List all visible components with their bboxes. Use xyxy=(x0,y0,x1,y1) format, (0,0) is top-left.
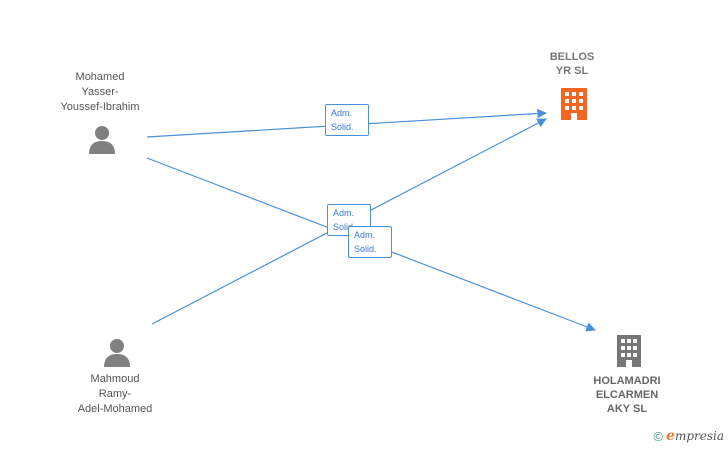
person-icon[interactable] xyxy=(87,124,117,154)
person-name-1[interactable]: Mohamed Yasser- Youssef-Ibrahim xyxy=(60,71,140,113)
person-icon[interactable] xyxy=(102,337,132,367)
relation-role-badge[interactable]: Adm. Solid. xyxy=(348,226,392,258)
copyright-icon: © xyxy=(653,428,664,444)
company-name-1[interactable]: BELLOS YR SL xyxy=(549,51,595,77)
building-icon[interactable] xyxy=(558,86,590,120)
person-name-2[interactable]: Mahmoud Ramy- Adel-Mohamed xyxy=(77,373,153,415)
building-icon[interactable] xyxy=(613,333,645,367)
company-name-2[interactable]: HOLAMADRI ELCARMEN AKY SL xyxy=(593,375,661,415)
footer-brand: © empresia xyxy=(653,428,724,444)
empresia-logo[interactable]: empresia xyxy=(666,428,724,444)
relation-role-badge[interactable]: Adm. Solid. xyxy=(325,104,369,136)
